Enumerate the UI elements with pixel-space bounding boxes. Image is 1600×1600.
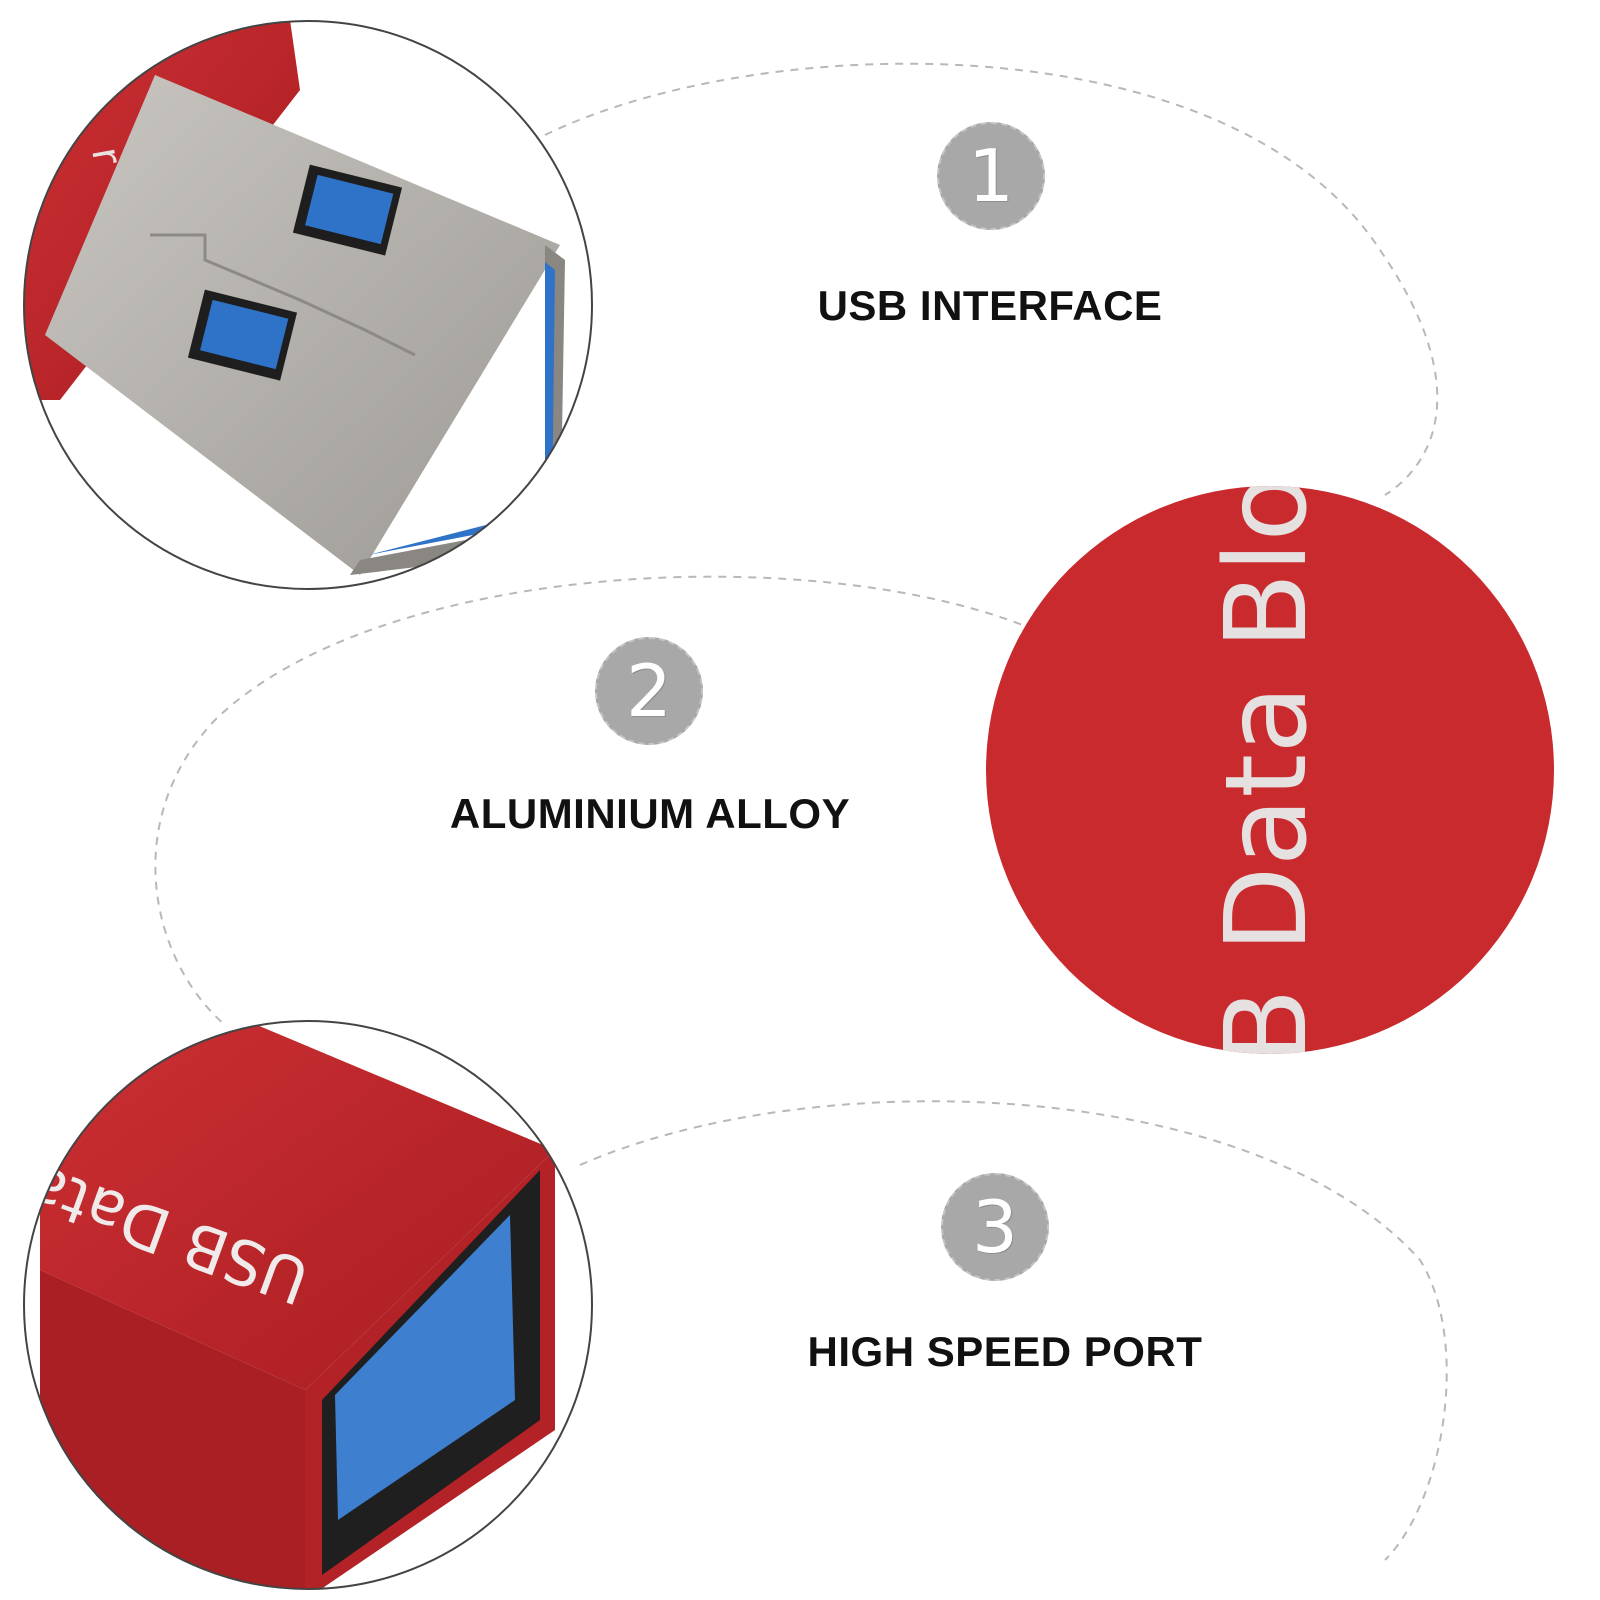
feature-label-high-speed-port: HIGH SPEED PORT (807, 1328, 1203, 1375)
feature-label-usb-interface: USB INTERFACE (817, 282, 1163, 329)
dashed-arc-2 (154, 575, 1036, 1026)
feature-number-badge-3: 3 (941, 1173, 1049, 1281)
dashed-arc-3 (579, 1100, 1448, 1561)
feature-number-badge-2: 2 (595, 637, 703, 745)
surface-print-text: B Data Block (1202, 346, 1332, 1065)
photo-usb-plug: r (24, 21, 592, 589)
feature-label-aluminium-alloy: ALUMINIUM ALLOY (449, 790, 851, 837)
photo-aluminium-surface: B Data Block (986, 346, 1554, 1065)
photo-usb-port: USB Data (24, 1021, 592, 1589)
dashed-arc-1 (544, 62, 1439, 496)
feature-number-badge-1: 1 (937, 122, 1045, 230)
